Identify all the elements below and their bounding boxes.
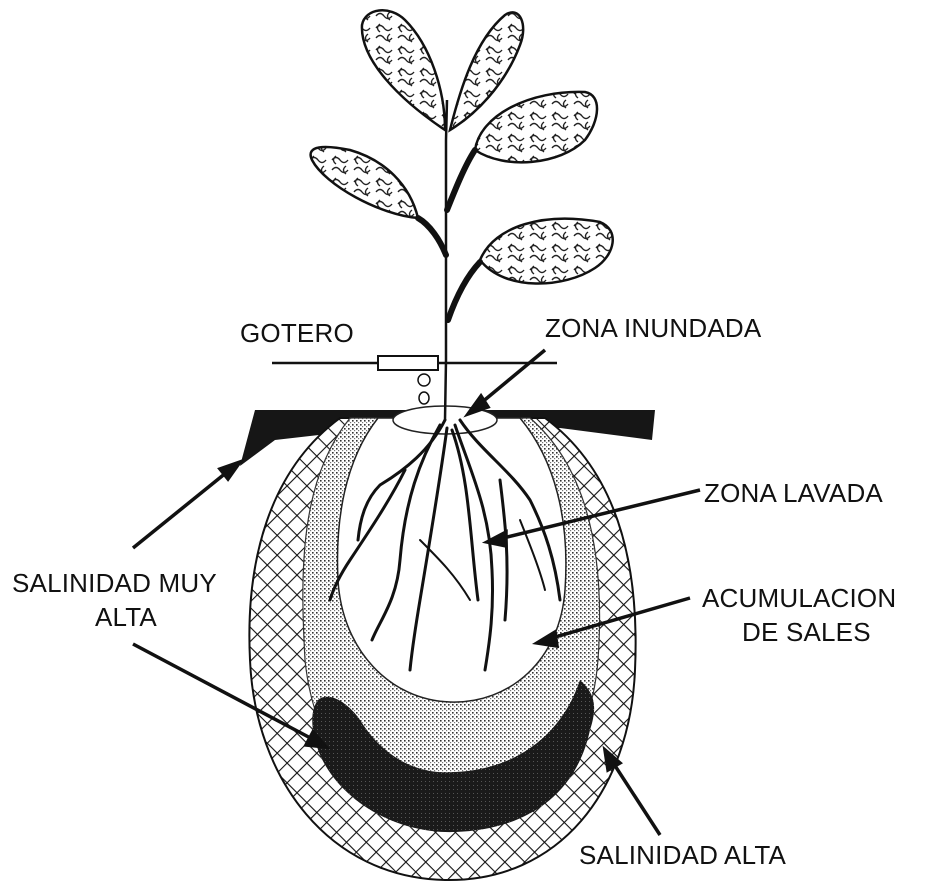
- label-gotero: GOTERO: [240, 320, 354, 346]
- arrow-zona-inundada: [475, 350, 545, 408]
- label-zona-inundada: ZONA INUNDADA: [545, 315, 761, 341]
- emitter: [378, 356, 438, 370]
- water-drop-2: [419, 392, 429, 404]
- leaf-low-right: [480, 219, 613, 284]
- leaf-mid-right: [475, 92, 597, 162]
- arrow-salinidad-alta: [610, 758, 660, 835]
- label-acumulacion-1: ACUMULACION: [702, 585, 896, 611]
- label-salinidad-alta: SALINIDAD ALTA: [579, 842, 786, 868]
- label-zona-lavada: ZONA LAVADA: [704, 480, 883, 506]
- label-acumulacion-2: DE SALES: [742, 619, 871, 645]
- label-salinidad-muy-alta-2: ALTA: [95, 604, 157, 630]
- water-drop-1: [418, 374, 430, 386]
- leaf-top-left: [362, 10, 445, 130]
- washed-zone: [337, 418, 565, 702]
- label-salinidad-muy-alta-1: SALINIDAD MUY: [12, 570, 217, 596]
- leaves: [311, 10, 613, 283]
- arrow-salinidad-muy-alta-1: [133, 468, 232, 548]
- leaf-mid-left: [311, 147, 418, 218]
- plant-stem: [445, 100, 447, 420]
